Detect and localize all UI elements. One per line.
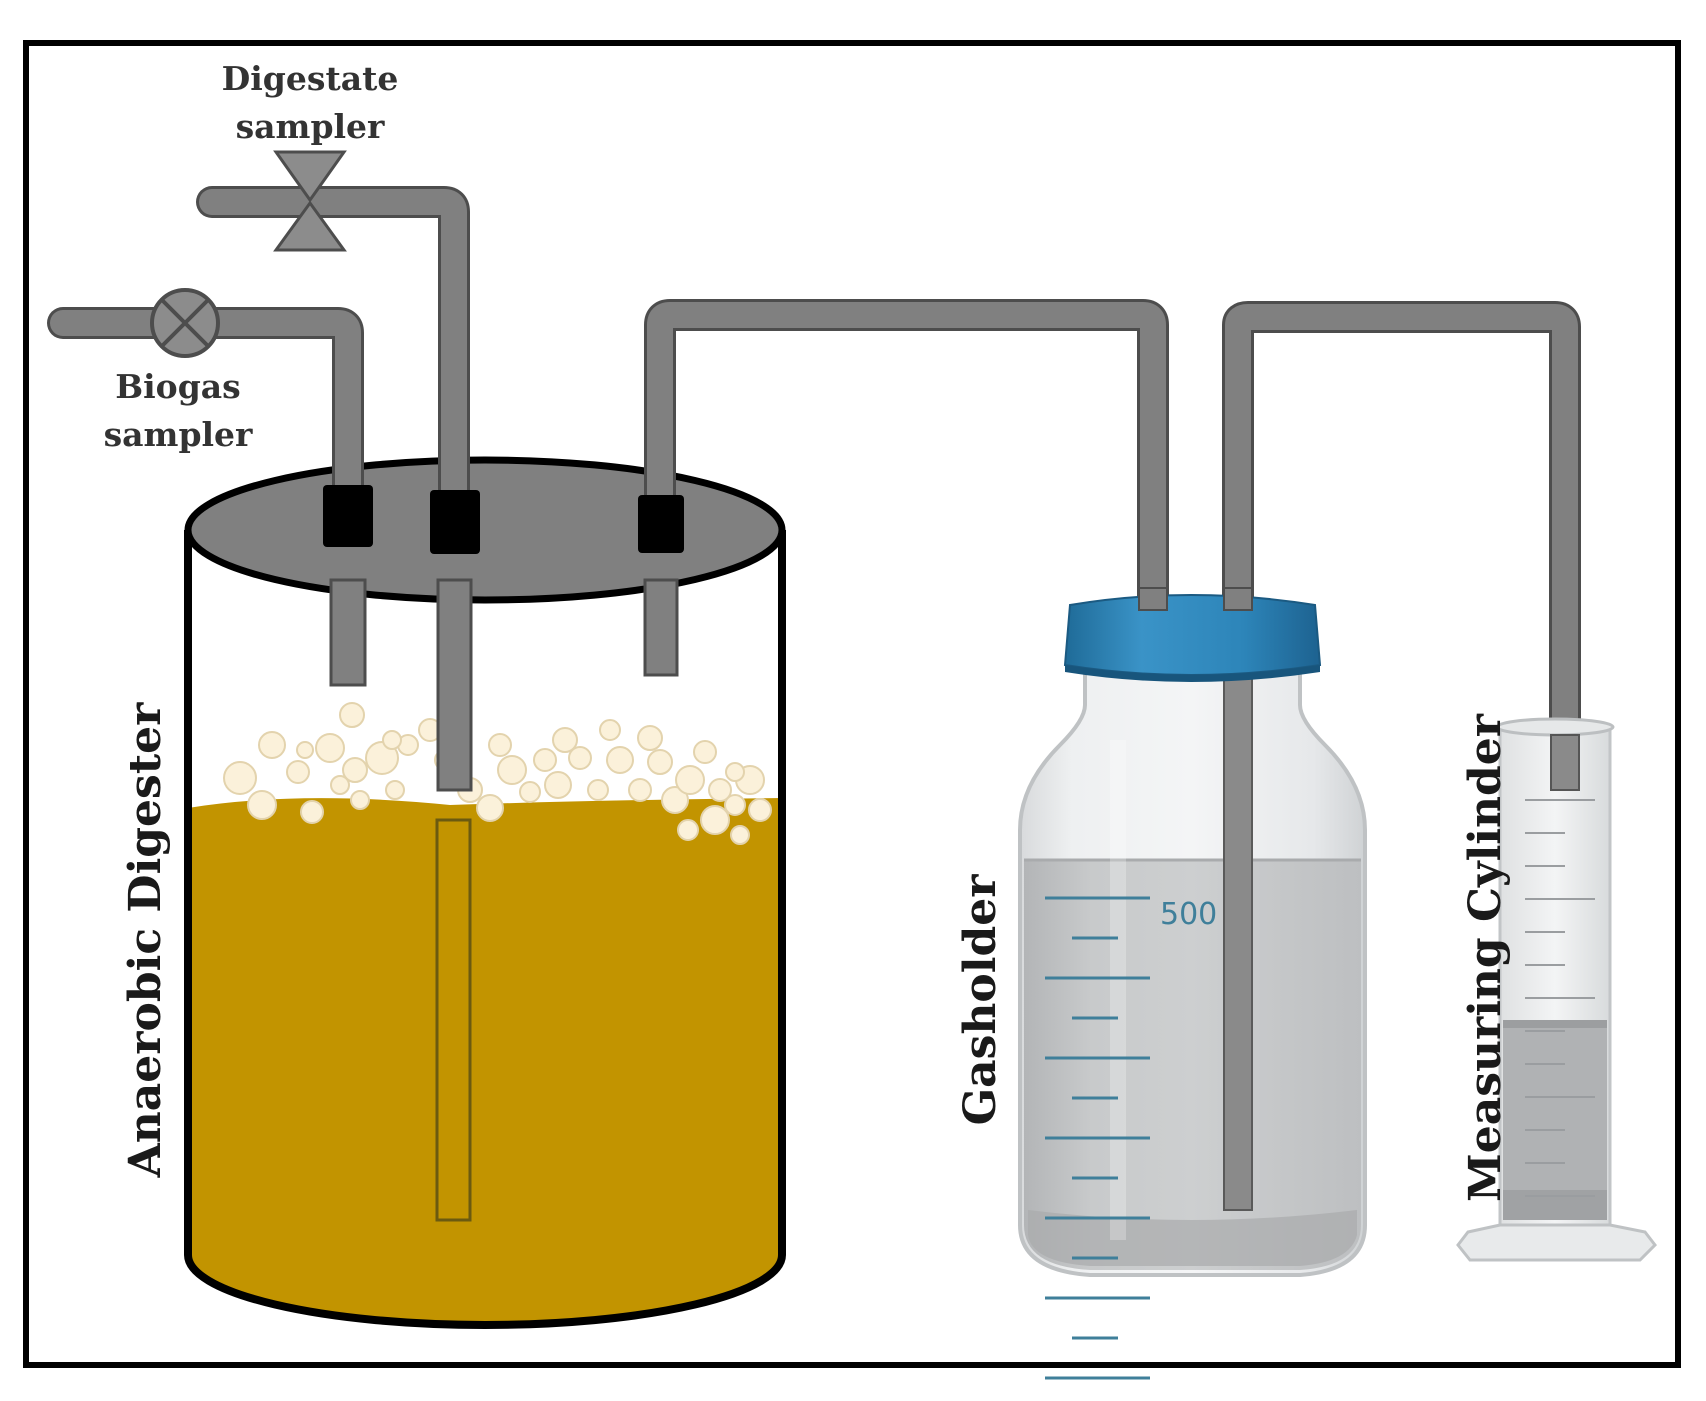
bubble <box>587 779 609 801</box>
gasholder-cap <box>1063 594 1322 676</box>
bubble <box>315 733 345 763</box>
bubble <box>296 741 314 759</box>
bubble <box>693 740 717 764</box>
bubble <box>519 781 541 803</box>
digester-wall <box>184 530 786 1329</box>
digestate-stopper <box>430 490 480 554</box>
bubble <box>606 746 634 774</box>
gasholder-dip-pipe <box>1223 669 1253 1211</box>
digestate-dip-tube <box>435 818 472 1222</box>
pipework <box>47 186 1581 1221</box>
bubble <box>533 748 557 772</box>
bubble <box>330 775 350 795</box>
bubble <box>552 727 578 753</box>
bubble <box>599 719 621 741</box>
biogas-inner-pipe <box>329 578 367 687</box>
gasholder-label: Gasholder <box>955 874 1006 1126</box>
gasholder-water <box>1024 860 1361 1270</box>
bubble <box>725 762 745 782</box>
cylinder-liquid <box>1503 1020 1607 1220</box>
bubble <box>637 725 663 751</box>
biogas-bubbles <box>223 702 772 845</box>
biogas-sampler-pipe <box>50 310 361 503</box>
bubble <box>382 730 402 750</box>
measuring-cylinder-label: Measuring Cylinder <box>1460 713 1511 1202</box>
digestate-sampler-pipe <box>199 189 467 513</box>
bubble <box>661 786 689 814</box>
gas-outlet-inner-pipe <box>643 578 679 677</box>
cylinder-inlet-pipe <box>1550 734 1580 791</box>
figure-border <box>23 40 1681 1368</box>
bubble <box>488 733 512 757</box>
anaerobic-digester <box>184 456 786 1329</box>
bubble <box>708 778 732 802</box>
bubble <box>223 761 257 795</box>
bubble <box>258 731 286 759</box>
bubble <box>476 794 504 822</box>
digestate-sampler-label-line1: Digestate <box>222 59 399 98</box>
bubble <box>677 819 699 841</box>
cylinder-scale <box>1525 799 1595 1230</box>
cylinder-base <box>1456 1223 1657 1262</box>
bubble <box>247 790 277 820</box>
digester-lid <box>184 456 786 604</box>
digestate-inner-pipe <box>436 578 473 792</box>
bubble <box>748 798 772 822</box>
bubble <box>544 771 572 799</box>
bubble <box>339 702 365 728</box>
bubble <box>730 825 750 845</box>
gasholder-scale <box>1045 896 1150 1380</box>
gasholder-scale-500: 500 <box>1160 897 1217 932</box>
digester-to-gasholder-pipe <box>647 302 1166 613</box>
gasholder-bottle: 500 <box>1018 587 1367 1380</box>
bubble <box>286 760 310 784</box>
bubble <box>724 794 746 816</box>
gas-outlet-stopper <box>638 495 684 553</box>
bubble <box>700 805 730 835</box>
bubble <box>365 741 399 775</box>
bubble <box>385 780 405 800</box>
bubble <box>647 749 673 775</box>
bubble <box>628 778 652 802</box>
digestate-valve-icon <box>273 150 347 252</box>
bubble <box>342 757 368 783</box>
bubble <box>497 755 527 785</box>
biogas-sampler-label-line1: Biogas <box>115 367 240 406</box>
bubble <box>675 765 705 795</box>
biogas-sampler-label-line2: sampler <box>104 415 253 454</box>
bubble <box>300 800 324 824</box>
biogas-stopper <box>323 485 373 547</box>
biogas-valve-icon <box>150 288 220 358</box>
measuring-cylinder <box>1456 717 1657 1262</box>
digestate-sampler-label-line2: sampler <box>236 107 385 146</box>
gasholder-to-cylinder-pipe <box>1225 304 1578 1218</box>
bubble <box>350 790 370 810</box>
bubble <box>568 746 592 770</box>
digestate-liquid <box>188 798 782 1325</box>
anaerobic-digester-label: Anaerobic Digester <box>120 702 171 1178</box>
